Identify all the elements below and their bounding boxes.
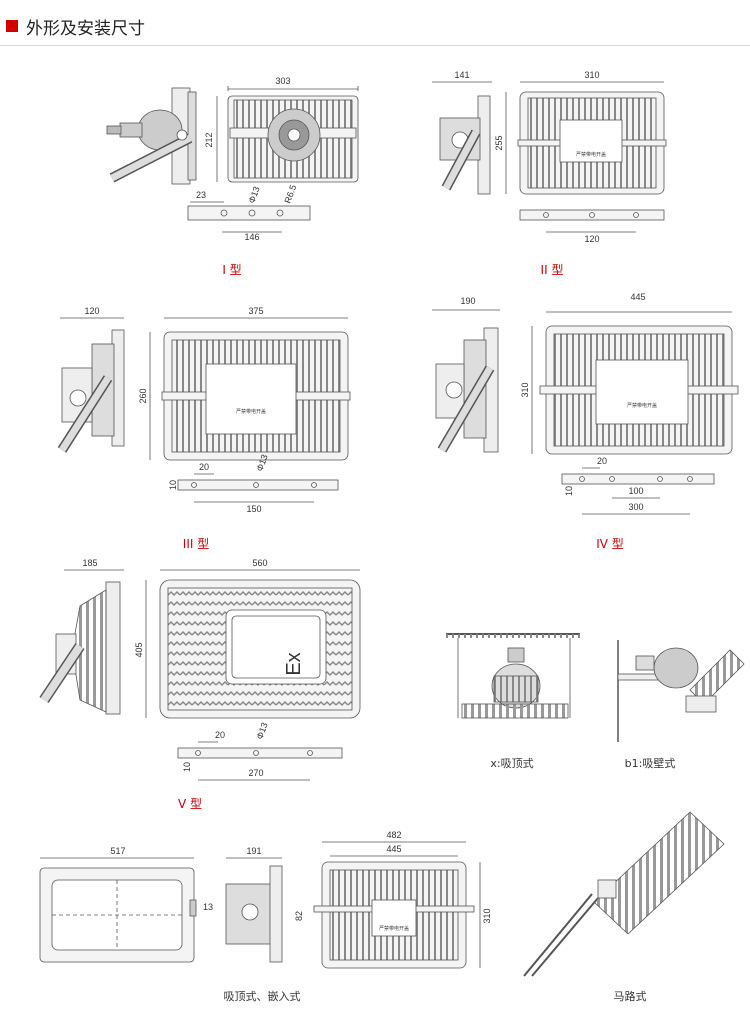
wall-mount-illustration — [617, 640, 745, 742]
type3-hole-offset-label: 20 — [199, 462, 209, 472]
type3-hole-span-label: 150 — [246, 504, 261, 514]
type2-hole-span-label: 120 — [584, 234, 599, 244]
type3-caption: III 型 — [183, 537, 209, 551]
type2-side-view — [432, 81, 492, 195]
type4-hole-span-label: 300 — [628, 502, 643, 512]
type1-radius-label: R6.5 — [282, 183, 298, 204]
type5-hole-span-label: 270 — [248, 768, 263, 778]
type2-width-label: 310 — [584, 70, 599, 80]
type1-height-label: 212 — [204, 132, 214, 147]
type4-hole-offset-label: 20 — [597, 456, 607, 466]
type6-warning-plate: 严禁带电开盖 — [379, 925, 409, 932]
type6-back-view — [313, 841, 481, 969]
type5-height-label: 405 — [134, 642, 144, 657]
type1-width-label: 303 — [275, 76, 290, 86]
type6-height-label: 310 — [482, 908, 492, 923]
recessed-mount-caption: 吸顶式、嵌入式 — [224, 990, 301, 1003]
type1-hole-span-label: 146 — [244, 232, 259, 242]
type5-hole-offset-label: 20 — [215, 730, 225, 740]
type6-inner-width-label: 445 — [386, 844, 401, 854]
type4-warning-plate: 严禁带电开盖 — [627, 402, 657, 409]
wall-mount-caption: b1:吸壁式 — [625, 756, 676, 770]
road-mount-caption: 马路式 — [614, 990, 647, 1003]
type4-width-label: 445 — [630, 292, 645, 302]
type5-front-view — [145, 569, 361, 719]
type4-caption: IV 型 — [596, 537, 624, 551]
type5-side-label: 185 — [82, 558, 97, 568]
type3-side-view — [57, 317, 125, 453]
type1-hole-offset-label: 23 — [196, 190, 206, 200]
type4-mount-plate — [561, 467, 715, 515]
section-title: 外形及安装尺寸 — [26, 19, 145, 39]
ceiling-mount-illustration — [446, 633, 580, 719]
type5-mount-plate — [177, 741, 343, 781]
type2-front-view — [505, 81, 667, 195]
type4-side-label: 190 — [460, 296, 475, 306]
type6-outer-width-label: 482 — [386, 830, 401, 840]
type4-thickness-label: 10 — [564, 486, 574, 496]
ex-marking: Ex — [283, 652, 305, 675]
type2-side-label: 141 — [454, 70, 469, 80]
type3-side-label: 120 — [84, 306, 99, 316]
type1-hole-dia-label: Φ13 — [246, 185, 261, 205]
section-header: 外形及安装尺寸 — [0, 0, 750, 46]
type3-warning-plate: 严禁带电开盖 — [236, 408, 266, 415]
road-mount-illustration — [523, 811, 725, 977]
type2-caption: II 型 — [541, 263, 564, 277]
type4-height-label: 310 — [520, 382, 530, 397]
type5-hole-dia-label: Φ13 — [254, 721, 269, 741]
type5-thickness-label: 10 — [182, 762, 192, 772]
ceiling-mount-caption: x:吸顶式 — [490, 757, 533, 770]
type4-front-view — [531, 311, 739, 455]
type5-width-label: 560 — [252, 558, 267, 568]
type2-height-label: 255 — [494, 135, 504, 150]
type1-mount-plate — [187, 201, 311, 233]
type4-side-view — [432, 309, 500, 453]
header-divider — [0, 45, 750, 46]
type6-front-view — [39, 857, 197, 963]
type2-mount-plate — [519, 209, 665, 233]
type3-mount-plate — [177, 473, 339, 503]
type6-side-width-label: 191 — [246, 846, 261, 856]
type1-front-view — [216, 86, 359, 183]
type6-side-height-label: 82 — [294, 911, 304, 921]
type3-front-view — [149, 317, 351, 461]
type6-front-width-label: 517 — [110, 846, 125, 856]
type1-side-view — [106, 87, 197, 185]
type2-warning-plate: 严禁带电开盖 — [576, 151, 606, 158]
type5-caption: V 型 — [178, 797, 202, 811]
type6-side-view — [225, 857, 283, 963]
type5-side-view — [39, 569, 124, 715]
type3-height-label: 260 — [138, 388, 148, 403]
section-marker — [6, 20, 18, 32]
type1-caption: I 型 — [222, 263, 241, 277]
type6-front-side-label: 13 — [203, 902, 213, 912]
type3-thickness-label: 10 — [168, 480, 178, 490]
type3-width-label: 375 — [248, 306, 263, 316]
type4-hole-span-inner-label: 100 — [628, 486, 643, 496]
